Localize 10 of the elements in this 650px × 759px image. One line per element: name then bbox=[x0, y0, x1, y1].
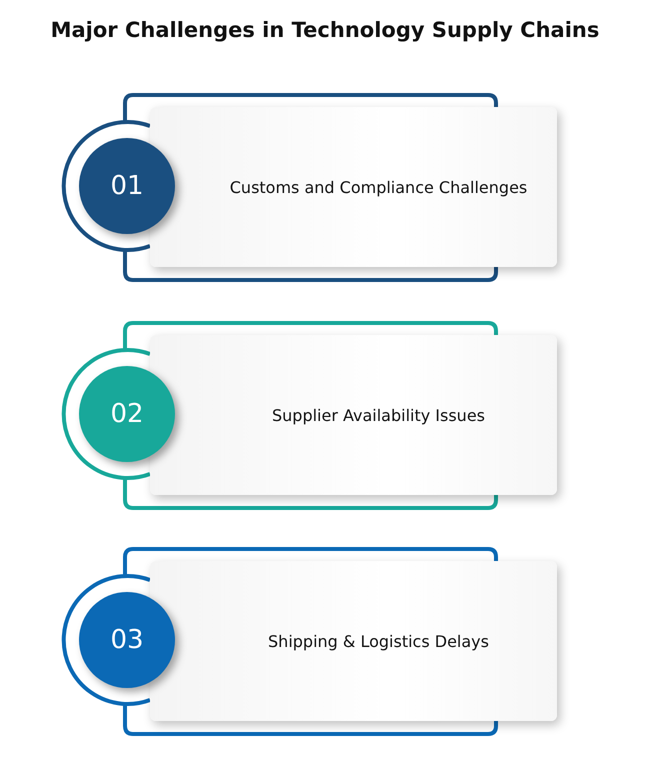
number-circle: 03 bbox=[79, 592, 175, 688]
number-circle: 02 bbox=[79, 366, 175, 462]
title: Major Challenges in Technology Supply Chains bbox=[50, 18, 600, 42]
challenge-text: Shipping & Logistics Delays bbox=[268, 632, 489, 650]
challenge-text: Supplier Availability Issues bbox=[272, 406, 485, 424]
card-background bbox=[150, 335, 557, 495]
number-circle: 01 bbox=[79, 138, 175, 234]
card-background bbox=[150, 107, 557, 267]
challenge-text: Customs and Compliance Challenges bbox=[230, 178, 528, 196]
card-background bbox=[150, 561, 557, 721]
